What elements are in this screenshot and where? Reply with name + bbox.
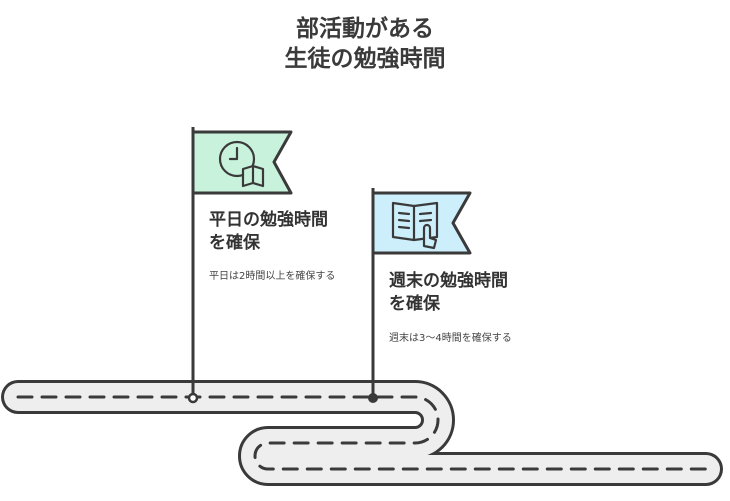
flag-weekday <box>191 130 293 195</box>
diagram-title: 部活動がある 生徒の勉強時間 <box>0 14 730 74</box>
milestone-marker-weekend <box>368 393 378 403</box>
milestone-weekday <box>187 127 293 404</box>
milestone-weekend <box>368 188 472 403</box>
title-line-2: 生徒の勉強時間 <box>284 46 446 72</box>
title-line-1: 部活動がある <box>296 16 434 42</box>
book-pointer-icon <box>391 201 439 250</box>
flag-weekend <box>371 191 472 255</box>
milestone-heading-weekday: 平日の勉強時間 を確保 <box>209 210 328 253</box>
clock-book-icon <box>218 140 265 188</box>
road <box>1 380 723 486</box>
milestone-heading-weekend: 週末の勉強時間 を確保 <box>389 271 508 314</box>
milestone-description-weekend: 週末は3〜4時間を確保する <box>389 333 512 344</box>
milestone-description-weekday: 平日は2時間以上を確保する <box>209 271 336 282</box>
milestone-marker-weekday <box>187 392 199 404</box>
